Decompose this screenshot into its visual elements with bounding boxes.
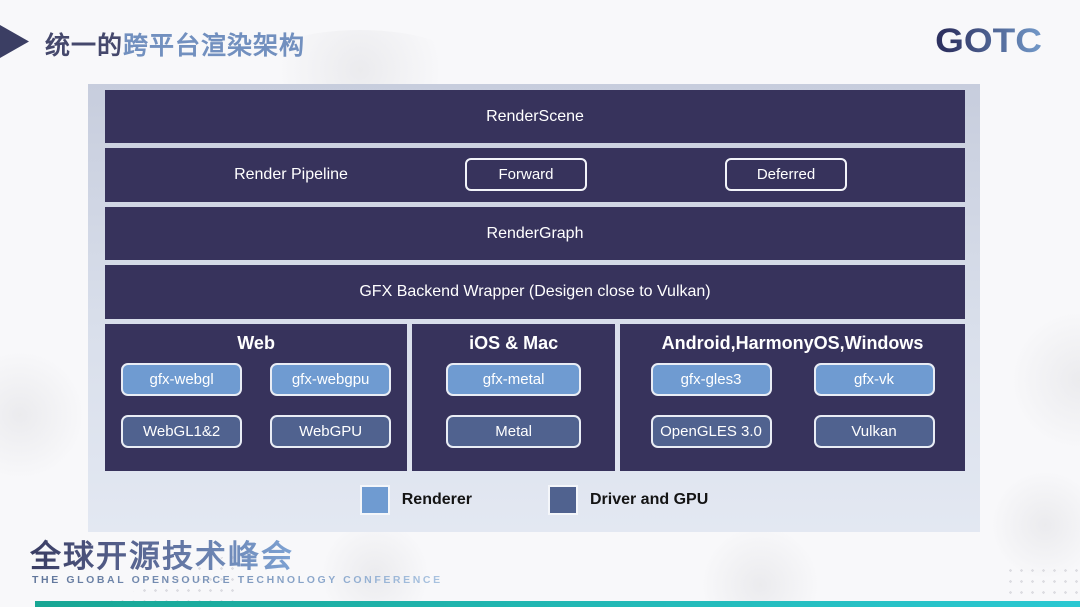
background-blob xyxy=(990,470,1080,580)
forward-pill: Forward xyxy=(465,158,587,191)
renderer-chip: gfx-gles3 xyxy=(650,363,772,396)
driver-chip: WebGPU xyxy=(270,415,392,448)
chip-grid: gfx-gles3 gfx-vk OpenGLES 3.0 Vulkan xyxy=(650,363,935,448)
legend-item-renderer: Renderer xyxy=(359,485,472,515)
renderer-chip: gfx-metal xyxy=(446,363,582,396)
page-title-prefix: 统一的 xyxy=(45,32,124,60)
conference-logo-en: THE GLOBAL OPENSOURCE TECHNOLOGY CONFERE… xyxy=(32,574,443,586)
column-title: iOS & Mac xyxy=(469,333,559,353)
background-blob xyxy=(0,350,85,480)
platform-column-android-harmonyos-windows: Android,HarmonyOS,Windows gfx-gles3 gfx-… xyxy=(620,324,965,471)
column-title: Android,HarmonyOS,Windows xyxy=(661,333,924,353)
legend-label: Renderer xyxy=(401,491,472,508)
layer-label: GFX Backend Wrapper (Desigen close to Vu… xyxy=(359,283,711,300)
layer-rendergraph: RenderGraph xyxy=(105,207,965,260)
chip-grid: gfx-metal Metal xyxy=(446,363,582,448)
platform-columns: Web gfx-webgl gfx-webgpu WebGL1&2 WebGPU… xyxy=(105,324,965,471)
gotc-logo: GOTC xyxy=(935,21,1042,60)
deferred-pill: Deferred xyxy=(725,158,847,191)
layer-label: RenderGraph xyxy=(486,224,584,242)
arrow-icon xyxy=(0,25,29,58)
layer-render-pipeline: Render Pipeline Forward Deferred xyxy=(105,148,965,202)
driver-chip: Metal xyxy=(446,415,582,448)
layer-renderscene: RenderScene xyxy=(105,90,965,143)
column-title: Web xyxy=(237,333,275,353)
renderer-chip: gfx-webgl xyxy=(121,363,243,396)
layer-gfx-backend: GFX Backend Wrapper (Desigen close to Vu… xyxy=(105,265,965,319)
chip-grid: gfx-webgl gfx-webgpu WebGL1&2 WebGPU xyxy=(121,363,392,448)
driver-chip: OpenGLES 3.0 xyxy=(650,415,772,448)
legend-label: Driver and GPU xyxy=(589,491,709,508)
legend: Renderer Driver and GPU xyxy=(105,485,965,515)
page-title: 统一的跨平台渲染架构 xyxy=(45,26,305,62)
background-blob xyxy=(1010,310,1080,450)
layer-label: Render Pipeline xyxy=(234,166,348,183)
renderer-swatch xyxy=(359,485,390,515)
platform-column-ios-mac: iOS & Mac gfx-metal Metal xyxy=(412,324,616,471)
page-title-rest: 跨平台渲染架构 xyxy=(123,32,306,60)
architecture-diagram-panel: RenderScene Render Pipeline Forward Defe… xyxy=(88,84,980,532)
driver-swatch xyxy=(547,485,578,515)
driver-chip: Vulkan xyxy=(813,415,935,448)
conference-logo-cn: 全球开源技术峰会 xyxy=(30,531,294,576)
background-blob xyxy=(320,520,430,607)
renderer-chip: gfx-webgpu xyxy=(270,363,392,396)
bottom-accent-bar xyxy=(35,601,1080,607)
driver-chip: WebGL1&2 xyxy=(121,415,243,448)
layer-label: RenderScene xyxy=(486,107,584,125)
background-blob xyxy=(700,525,820,607)
platform-column-web: Web gfx-webgl gfx-webgpu WebGL1&2 WebGPU xyxy=(105,324,408,471)
renderer-chip: gfx-vk xyxy=(813,363,935,396)
legend-item-driver: Driver and GPU xyxy=(547,485,709,515)
